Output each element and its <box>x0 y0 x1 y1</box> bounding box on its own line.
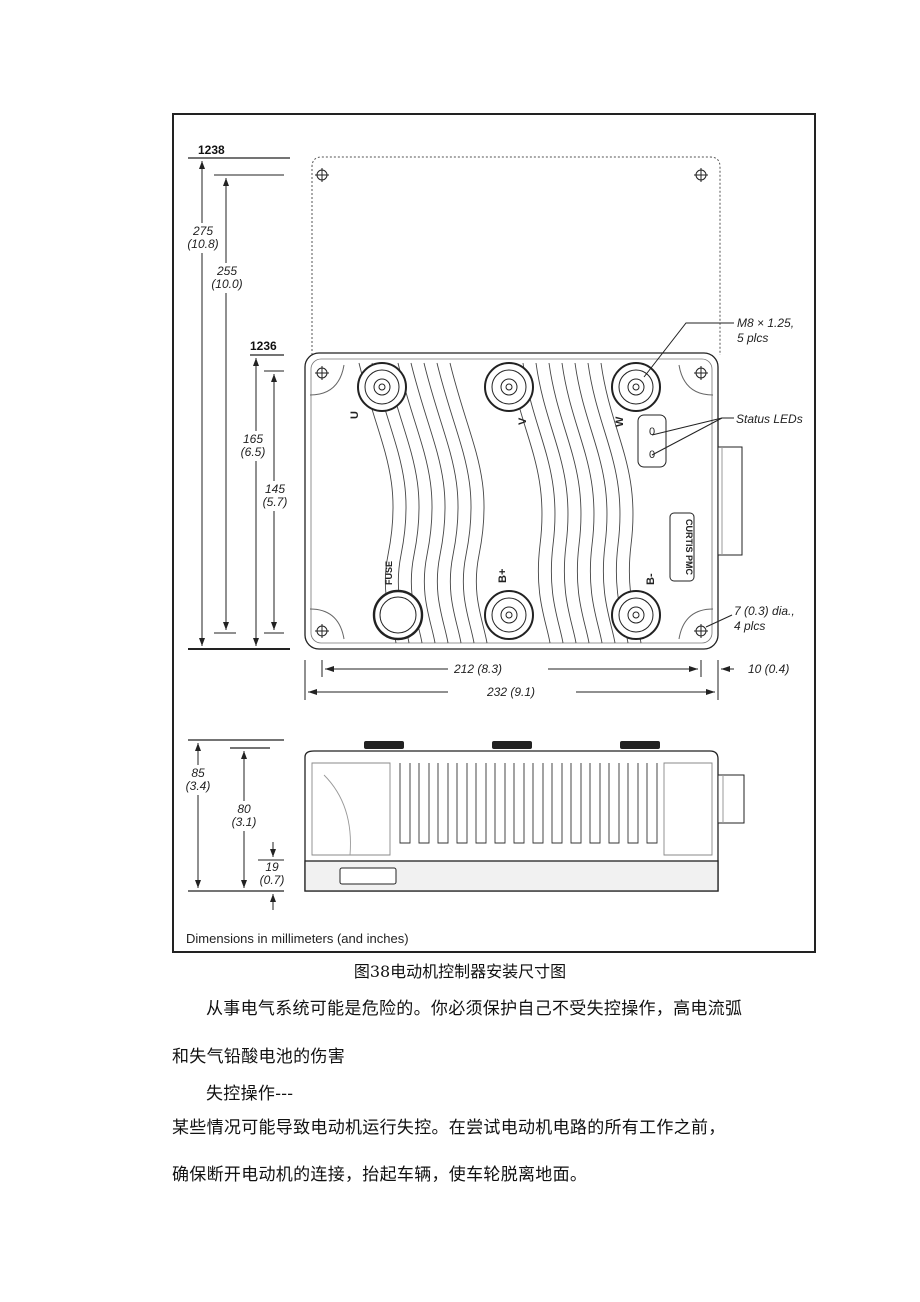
ref-1236-label: 1236 <box>250 339 277 353</box>
dim-165-label: 165 <box>243 432 263 446</box>
dim-212-label: 212 (8.3) <box>453 662 502 676</box>
dim-232-label: 232 (9.1) <box>486 685 535 699</box>
dim-85-label: 85 <box>191 766 205 780</box>
dim-275-label: 275 <box>192 224 213 238</box>
dimension-drawing-figure: 275 (10.8) 255 (10.0) 165 (6.5) 145 (5.7… <box>172 113 816 953</box>
dim-10-label: 10 (0.4) <box>748 662 789 676</box>
dim-165-inch-label: (6.5) <box>241 445 266 459</box>
dim-19-label: 19 <box>265 860 279 874</box>
section-heading: 失控操作--- <box>206 1084 294 1104</box>
brand-logo: CURTIS PMC <box>684 519 694 576</box>
terminal-bplus-label: B+ <box>497 569 509 583</box>
status-leds-callout: Status LEDs <box>736 412 803 426</box>
paragraph-1-line-1: 从事电气系统可能是危险的。你必须保护自己不受失控操作，高电流弧 <box>206 999 743 1019</box>
dim-145-inch-label: (5.7) <box>263 495 288 509</box>
dim-255-label: 255 <box>216 264 237 278</box>
dim-85-inch-label: (3.4) <box>186 779 211 793</box>
paragraph-3-line-2: 确保断开电动机的连接，抬起车辆，使车轮脱离地面。 <box>172 1165 588 1185</box>
bolt-callout-label: M8 × 1.25, <box>737 316 794 330</box>
terminal-u-label: U <box>349 411 361 419</box>
figure-caption: 图38电动机控制器安装尺寸图 <box>353 962 567 981</box>
ref-1238-label: 1238 <box>198 143 225 157</box>
controller-drawing: 275 (10.8) 255 (10.0) 165 (6.5) 145 (5.7… <box>186 143 803 946</box>
dim-145-label: 145 <box>265 482 285 496</box>
terminal-bminus-label: B- <box>645 573 657 585</box>
holes-callout-label: 7 (0.3) dia., <box>734 604 795 618</box>
units-note: Dimensions in millimeters (and inches) <box>186 931 409 946</box>
dim-255-inch-label: (10.0) <box>211 277 242 291</box>
holes-count-label: 4 plcs <box>734 619 765 633</box>
paragraph-3-line-1: 某些情况可能导致电动机运行失控。在尝试电动机电路的所有工作之前， <box>172 1118 726 1138</box>
dim-19-inch-label: (0.7) <box>260 873 285 887</box>
paragraph-1-line-2: 和失气铅酸电池的伤害 <box>172 1047 345 1067</box>
dim-80-inch-label: (3.1) <box>232 815 257 829</box>
dim-275-inch-label: (10.8) <box>187 237 218 251</box>
led-1-label: 0 <box>649 426 655 438</box>
dim-80-label: 80 <box>237 802 251 816</box>
bolt-count-label: 5 plcs <box>737 331 768 345</box>
terminal-w-label: W <box>614 416 626 427</box>
terminal-v-label: V <box>517 417 529 425</box>
terminal-fuse-label: FUSE <box>384 561 394 585</box>
